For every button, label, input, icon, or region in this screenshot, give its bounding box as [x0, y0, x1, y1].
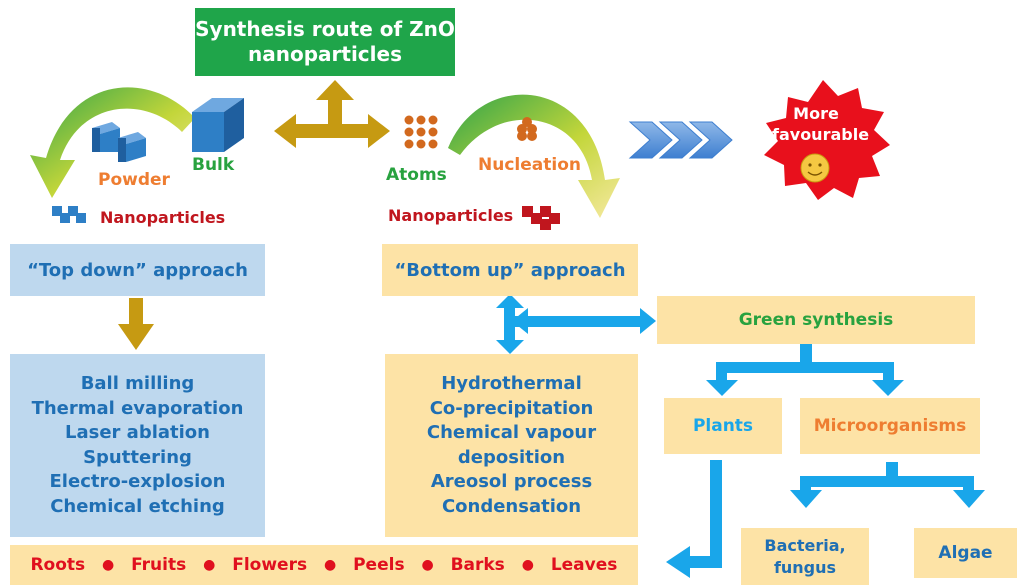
bacteria-box: Bacteria, fungus [741, 528, 869, 585]
plants-to-parts-arrow [666, 460, 722, 578]
curved-arrow-right [448, 94, 620, 218]
bottom-up-header: “Bottom up” approach [382, 244, 638, 296]
atoms-icon [404, 115, 438, 149]
favourable-label: More favourable [772, 104, 870, 144]
bullet-icon: ● [323, 557, 337, 573]
bullet-icon: ● [521, 557, 534, 573]
microorganisms-box: Microorganisms [800, 398, 980, 454]
gold-split-arrow [274, 80, 390, 148]
method-item: Ball milling [80, 373, 195, 394]
plant-part-item: Peels [353, 555, 405, 575]
method-item: Electro-explosion [49, 471, 226, 492]
atoms-label: Atoms [386, 165, 447, 185]
green-synthesis-branch-arrows [706, 344, 904, 396]
method-item: Chemical etching [50, 495, 225, 517]
nanoparticle-blue-icon [52, 206, 86, 223]
method-item: Hydrothermal [441, 373, 582, 394]
nanoparticles-right-label: Nanoparticles [388, 206, 514, 225]
gold-down-arrow [118, 298, 154, 350]
microorganism-branch-arrows [790, 462, 985, 508]
method-item: Chemical vapour [426, 422, 597, 443]
bullet-icon: ● [102, 557, 115, 573]
plant-part-item: Flowers [232, 555, 308, 575]
plant-part-item: Leaves [550, 555, 618, 575]
chevrons-icon [628, 121, 733, 159]
bullet-icon: ● [421, 557, 434, 573]
bulk-cube-icon [192, 98, 244, 152]
bullet-icon: ● [203, 557, 216, 573]
nanoparticles-left-label: Nanoparticles [100, 208, 226, 227]
nucleation-label: Nucleation [478, 155, 581, 175]
green-synthesis-box: Green synthesis [657, 296, 975, 344]
plants-box: Plants [664, 398, 782, 454]
diagram-title: Synthesis route of ZnO nanoparticles [195, 8, 455, 76]
method-item: Condensation [441, 495, 582, 517]
method-item: Co-precipitation [429, 397, 594, 419]
bulk-label: Bulk [192, 155, 235, 175]
method-item: Thermal evaporation [31, 397, 244, 419]
starburst-icon [764, 80, 890, 200]
method-item: Laser ablation [65, 422, 210, 443]
plant-part-item: Barks [450, 555, 505, 575]
method-item: deposition [457, 446, 566, 468]
plant-part-item: Roots [30, 555, 86, 575]
bottom-up-methods: Hydrothermal Co-precipitation Chemical v… [385, 354, 638, 537]
plant-parts-bar: Roots ● Fruits ● Flowers ● Peels ● Barks… [10, 545, 638, 585]
powder-label: Powder [98, 170, 170, 190]
method-item: Sputtering [83, 446, 192, 468]
top-down-header: “Top down” approach [10, 244, 265, 296]
top-down-methods: Ball milling Thermal evaporation Laser a… [10, 354, 265, 537]
method-item: Areosol process [430, 471, 593, 492]
blue-bidirectional-arrows [496, 294, 656, 354]
plant-part-item: Fruits [131, 555, 187, 575]
curved-arrow-left [30, 87, 195, 198]
nanoparticle-red-icon [522, 206, 560, 230]
powder-cubes-icon [92, 122, 146, 162]
algae-box: Algae [914, 528, 1017, 578]
nucleation-icon [517, 117, 537, 141]
